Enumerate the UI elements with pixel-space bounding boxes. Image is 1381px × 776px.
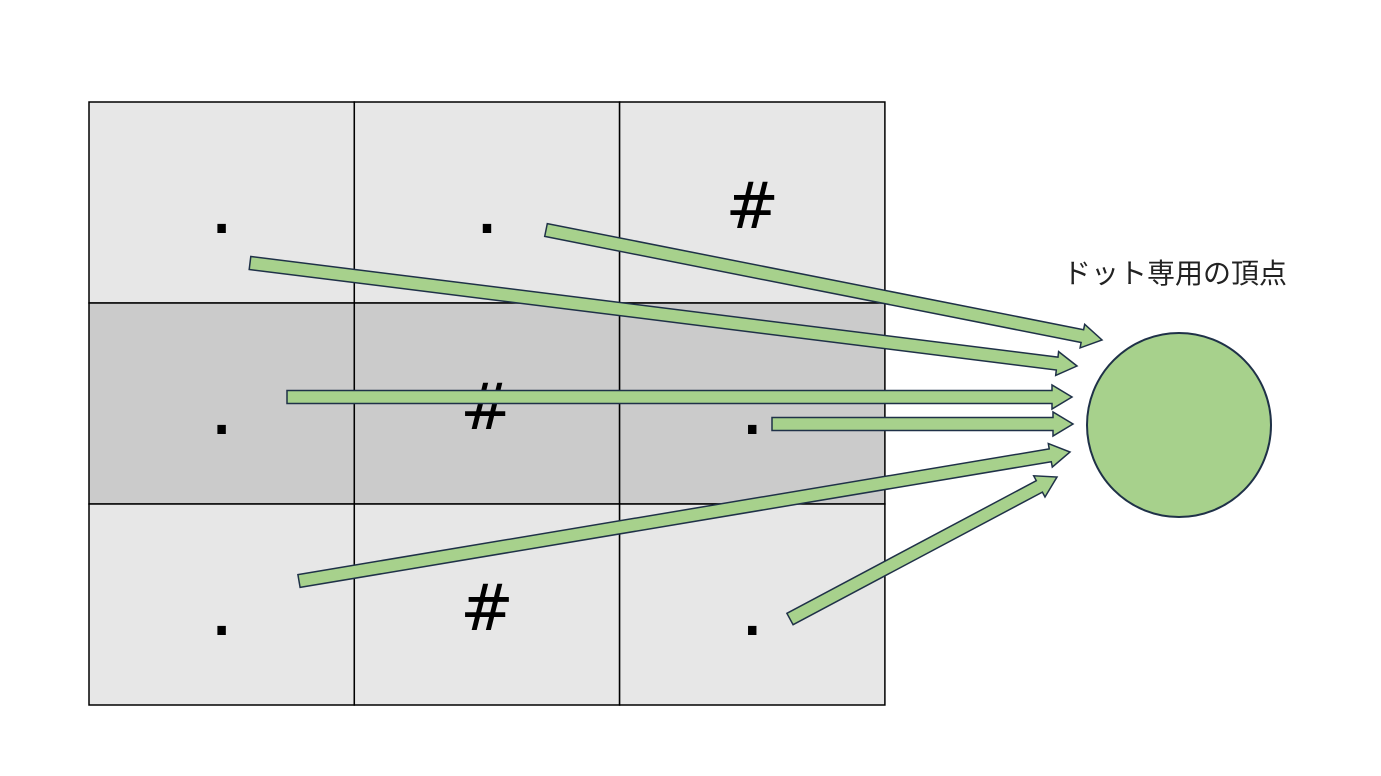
grid-cell-2-2 bbox=[618, 503, 886, 706]
grid-cell-symbol-0-1: . bbox=[478, 189, 496, 245]
arrow-from-cell-0-0 bbox=[248, 255, 1079, 377]
dot-vertex-node bbox=[1086, 332, 1272, 518]
grid-cell-symbol-1-1: # bbox=[460, 371, 514, 445]
arrow-from-cell-1-0 bbox=[286, 383, 1074, 411]
arrow-from-cell-1-2 bbox=[771, 410, 1075, 438]
vertex-label: ドット専用の頂点 bbox=[1063, 257, 1287, 290]
grid-cell-symbol-0-2: # bbox=[725, 170, 779, 244]
grid-cell-symbol-2-2: . bbox=[743, 591, 761, 647]
arrow-from-cell-2-2 bbox=[785, 474, 1059, 626]
grid-cell-symbol-0-0: . bbox=[213, 189, 231, 245]
grid-cell-symbol-2-1: # bbox=[460, 572, 514, 646]
grid-cell-2-0 bbox=[88, 503, 356, 706]
grid-cell-symbol-2-0: . bbox=[213, 591, 231, 647]
arrow-from-cell-2-0 bbox=[297, 442, 1072, 589]
arrow-from-cell-0-1 bbox=[543, 222, 1104, 350]
arrows bbox=[248, 222, 1104, 626]
grid-cell-symbol-1-0: . bbox=[213, 390, 231, 446]
